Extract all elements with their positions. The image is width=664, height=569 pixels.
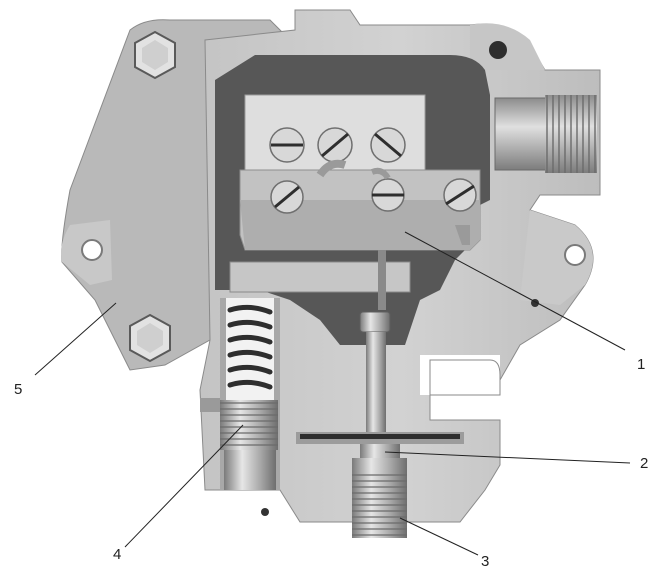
callout-label-2: 2	[640, 455, 648, 472]
threaded-cable-port	[494, 95, 597, 173]
mounting-hole-icon	[489, 41, 507, 59]
range-spring	[200, 298, 280, 490]
mounting-hole-icon	[81, 239, 103, 261]
mounting-hole-icon	[564, 244, 586, 266]
screw-icon	[317, 127, 353, 163]
leader-lines	[34, 231, 631, 556]
terminal-screws	[269, 127, 477, 214]
screw-icon	[370, 127, 406, 163]
diaphragm	[296, 432, 464, 458]
callout-label-3: 3	[481, 553, 489, 569]
callout-labels: 1 2 3 4 5	[14, 356, 648, 569]
screw-icon	[270, 180, 304, 214]
pressure-connection	[352, 458, 407, 538]
screw-icon	[269, 127, 305, 163]
hex-bolt-icon	[129, 313, 171, 363]
callout-label-4: 4	[113, 546, 121, 563]
screw-icon	[443, 178, 477, 212]
callout-label-1: 1	[637, 356, 645, 373]
mounting-hole-icon	[261, 508, 269, 516]
hex-bolt-icon	[134, 30, 176, 80]
callout-label-5: 5	[14, 381, 22, 398]
screw-icon	[371, 178, 405, 212]
push-rod	[359, 250, 391, 432]
